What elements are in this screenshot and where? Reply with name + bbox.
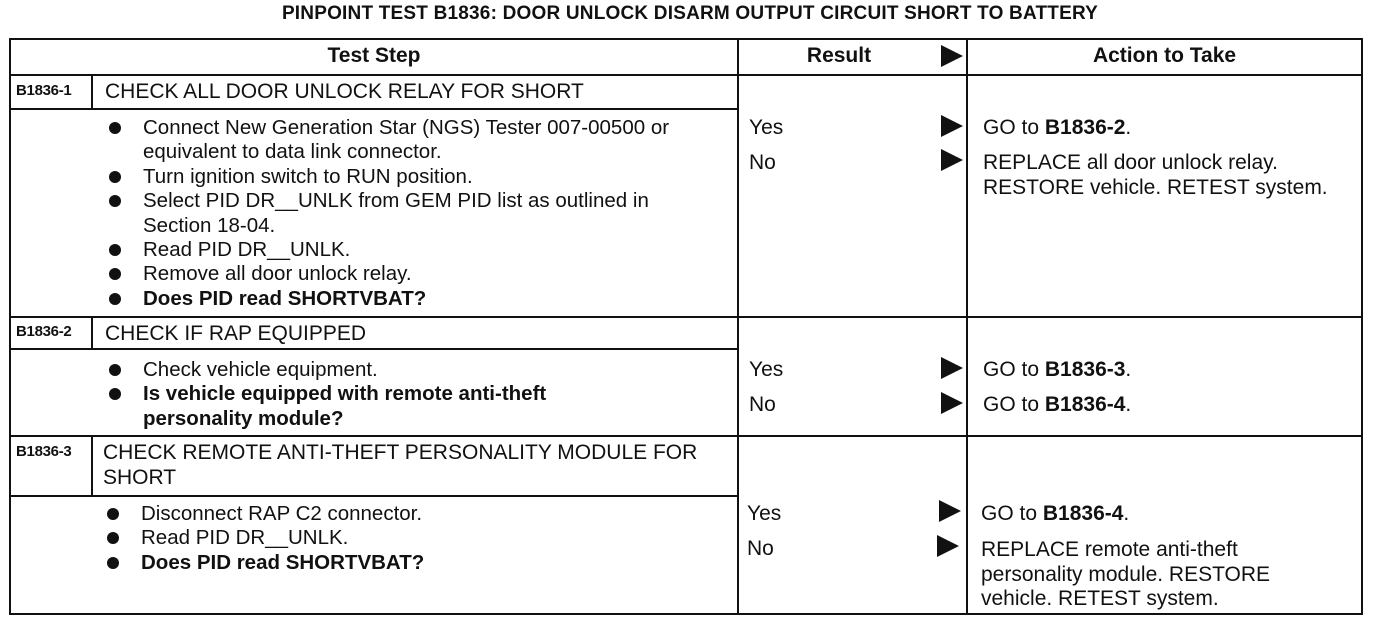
step-id: B1836-2 <box>16 323 72 340</box>
divider <box>737 40 739 613</box>
list-item: Disconnect RAP C2 connector. <box>103 502 703 526</box>
list-item: Read PID DR__UNLK. <box>105 238 705 262</box>
bullet-icon <box>109 170 121 183</box>
bullet-icon <box>109 388 121 401</box>
step-id: B1836-1 <box>16 82 72 99</box>
bullet-icon <box>107 508 119 520</box>
bullet-icon <box>109 122 121 134</box>
action-text: GO to B1836-4. <box>981 502 1130 525</box>
bullet-icon <box>109 292 121 305</box>
step-question: Does PID read SHORTVBAT? <box>105 287 705 311</box>
step-instructions: Check vehicle equipment. Is vehicle equi… <box>105 358 625 431</box>
step-title: CHECK IF RAP EQUIPPED <box>105 322 367 345</box>
divider <box>11 316 1361 318</box>
bullet-icon <box>109 195 121 208</box>
action-text: GO to B1836-4. <box>983 393 1132 416</box>
list-item: Select PID DR__UNLK from GEM PID list as… <box>105 189 705 238</box>
step-instructions: Connect New Generation Star (NGS) Tester… <box>105 116 705 311</box>
divider <box>11 348 737 350</box>
header-test-step: Test Step <box>327 44 421 67</box>
bullet-icon <box>109 268 121 281</box>
result-no: No <box>747 537 774 560</box>
action-text: REPLACE remote anti-theft personality mo… <box>981 538 1271 610</box>
list-item: Read PID DR__UNLK. <box>103 526 703 550</box>
result-no: No <box>749 151 776 174</box>
arrow-icon <box>941 357 963 379</box>
divider <box>11 108 737 110</box>
result-yes: Yes <box>749 358 784 381</box>
result-yes: Yes <box>749 116 784 139</box>
step-id: B1836-3 <box>16 443 72 460</box>
divider <box>91 74 93 108</box>
divider <box>11 74 1361 76</box>
arrow-icon <box>941 45 963 67</box>
step-instructions: Disconnect RAP C2 connector. Read PID DR… <box>103 502 703 575</box>
bullet-icon <box>107 532 119 545</box>
bullet-icon <box>109 244 121 257</box>
step-question: Is vehicle equipped with remote anti-the… <box>105 382 625 431</box>
page-title: PINPOINT TEST B1836: DOOR UNLOCK DISARM … <box>281 3 1099 24</box>
divider <box>11 495 737 497</box>
action-text: GO to B1836-2. <box>983 116 1132 139</box>
pinpoint-test-table: Test Step Result Action to Take B1836-1 … <box>9 38 1363 615</box>
action-text: REPLACE all door unlock relay. RESTORE v… <box>983 151 1328 199</box>
result-no: No <box>749 393 776 416</box>
arrow-icon <box>937 535 959 557</box>
header-result: Result <box>806 44 872 67</box>
step-title: CHECK ALL DOOR UNLOCK RELAY FOR SHORT <box>105 80 584 103</box>
header-action: Action to Take <box>1092 44 1237 67</box>
bullet-icon <box>109 364 121 376</box>
result-yes: Yes <box>747 502 782 525</box>
step-question: Does PID read SHORTVBAT? <box>103 551 703 575</box>
divider <box>11 435 1361 437</box>
list-item: Connect New Generation Star (NGS) Tester… <box>105 116 705 165</box>
step-title: CHECK REMOTE ANTI-THEFT PERSONALITY MODU… <box>103 441 698 489</box>
action-text: GO to B1836-3. <box>983 358 1132 381</box>
list-item: Remove all door unlock relay. <box>105 262 705 286</box>
arrow-icon <box>941 149 963 171</box>
divider <box>91 316 93 348</box>
divider <box>966 40 968 613</box>
bullet-icon <box>107 556 119 569</box>
list-item: Check vehicle equipment. <box>105 358 625 382</box>
arrow-icon <box>941 392 963 414</box>
arrow-icon <box>941 115 963 137</box>
divider <box>91 435 93 495</box>
list-item: Turn ignition switch to RUN position. <box>105 165 705 189</box>
arrow-icon <box>939 500 961 522</box>
